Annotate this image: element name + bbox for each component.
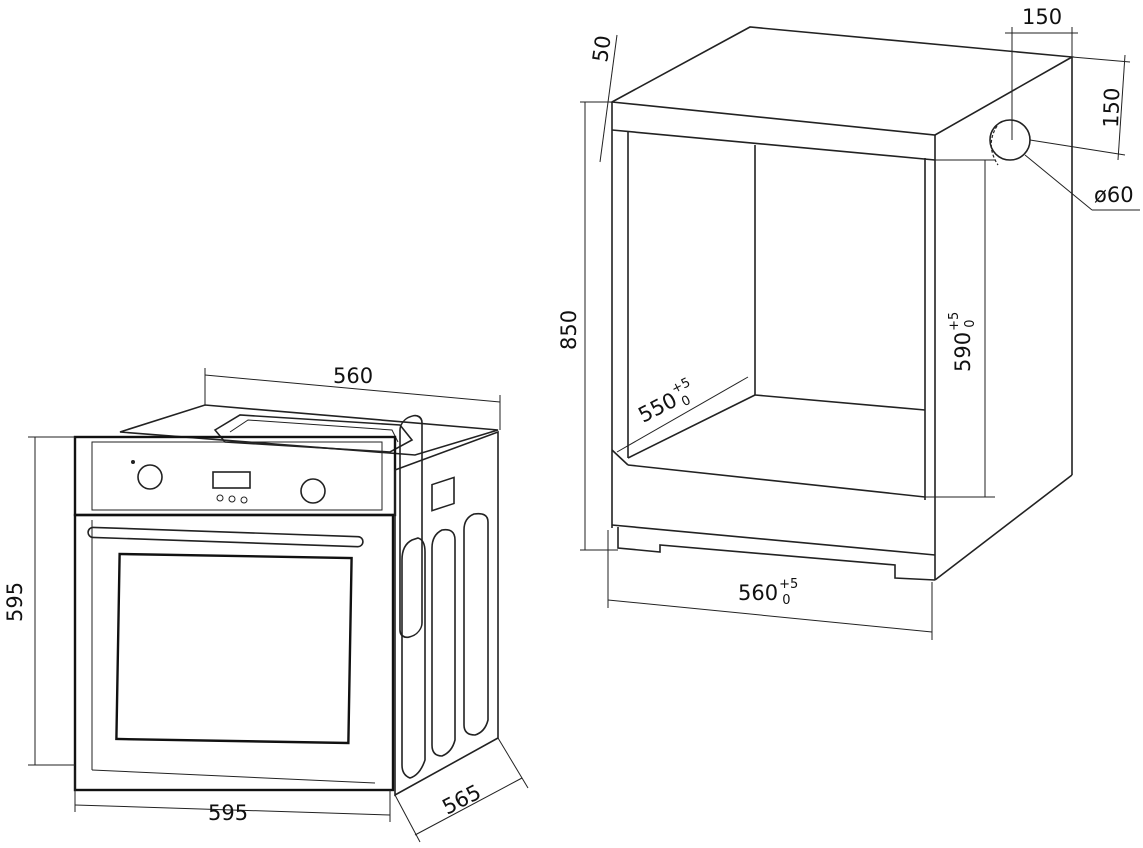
dim-line <box>616 376 749 453</box>
display <box>212 471 251 489</box>
opening-floor-left <box>627 394 756 459</box>
dim-line <box>607 599 933 633</box>
door-bottom-edge <box>91 769 376 784</box>
dim-oven-depth: 565 <box>438 780 485 820</box>
indicator-light <box>131 460 135 464</box>
button-icon <box>228 495 236 503</box>
oven-drawing <box>73 404 499 797</box>
ext-line <box>497 737 529 789</box>
oven-door <box>73 513 395 792</box>
cabinet-bottom-side <box>934 474 1073 581</box>
opening-floor-front <box>627 464 926 498</box>
control-panel-inner <box>91 441 383 511</box>
vent-hole-hidden <box>990 125 999 166</box>
side-rib-3 <box>463 512 489 736</box>
cabinet-drawing <box>609 26 1075 581</box>
opening-floor-back <box>754 394 926 411</box>
dim-top-thickness: 50 <box>588 34 615 64</box>
top-front-lower-edge <box>611 129 936 161</box>
oven-side <box>394 430 499 797</box>
ext-line <box>1029 139 1126 156</box>
dim-line <box>414 777 523 836</box>
dim-line <box>1117 54 1126 161</box>
dim-oven-height: 595 <box>3 582 27 622</box>
floor-edge <box>611 449 629 466</box>
dim-line <box>74 804 391 816</box>
dim-total-height: 850 <box>557 310 581 350</box>
button-icon <box>216 494 224 502</box>
oven-dimensions: 560 595 595 565 <box>3 364 529 843</box>
dim-vent-offset-y: 150 <box>1099 87 1124 128</box>
dim-line <box>204 374 501 403</box>
side-rib-1 <box>401 537 426 779</box>
button-icon <box>240 496 248 504</box>
dim-opening-height: 590+50 <box>947 312 978 372</box>
dim-oven-width-front: 595 <box>208 801 248 825</box>
vent-hole-icon <box>989 119 1031 161</box>
dim-vent-diameter: ø60 <box>1094 183 1134 207</box>
side-rib-2 <box>431 528 456 757</box>
leader-line <box>1024 154 1093 211</box>
side-rib <box>399 414 423 639</box>
ext-line <box>1071 56 1131 63</box>
side-vent <box>431 476 455 512</box>
knob-right-icon <box>300 478 326 504</box>
dim-vent-offset-x: 150 <box>1022 5 1062 29</box>
knob-left-icon <box>137 464 163 490</box>
plinth-top <box>611 524 936 556</box>
door-window <box>115 552 353 745</box>
dim-opening-depth: 550+50 <box>633 375 701 430</box>
plinth <box>617 527 936 581</box>
ext-line <box>394 794 421 843</box>
dim-line <box>599 34 618 163</box>
dim-oven-width-top: 560 <box>333 364 373 388</box>
cabinet-top <box>609 26 1075 136</box>
door-handle <box>87 526 364 548</box>
